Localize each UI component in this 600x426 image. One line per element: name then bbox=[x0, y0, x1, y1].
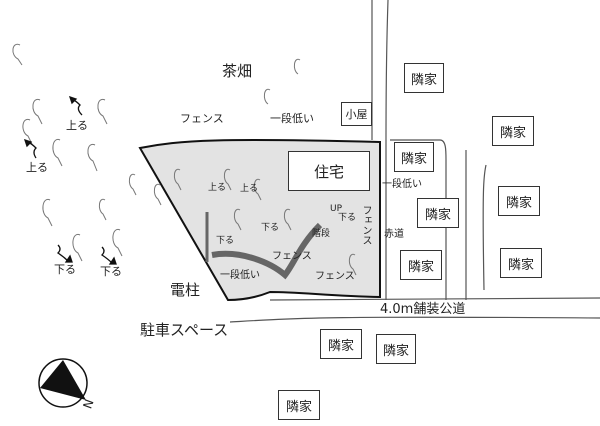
neighbor-house: 隣家 bbox=[492, 116, 534, 146]
slope-arrows bbox=[23, 95, 117, 265]
road-lines bbox=[229, 0, 600, 323]
house: 住宅 bbox=[288, 151, 370, 191]
stairs-path bbox=[211, 222, 323, 280]
up-label: 上る bbox=[240, 184, 259, 194]
up-label: 上る bbox=[26, 161, 48, 174]
neighbor-house: 隣家 bbox=[498, 186, 540, 216]
neighbor-house: 隣家 bbox=[320, 329, 362, 359]
neighbor-house: 隣家 bbox=[278, 390, 320, 420]
down-label: 下る bbox=[338, 213, 357, 223]
down-label: 下る bbox=[261, 223, 280, 233]
parking-label: 駐車スペース bbox=[140, 321, 229, 339]
up-label: 上る bbox=[66, 119, 88, 132]
shed: 小屋 bbox=[341, 102, 372, 126]
fence-label: フェンス bbox=[315, 271, 355, 282]
compass bbox=[38, 358, 88, 408]
neighbor-house: 隣家 bbox=[404, 63, 444, 93]
up-stairs-label: UP bbox=[330, 204, 343, 214]
down-label: 下る bbox=[216, 236, 235, 246]
utility-pole-label: 電柱 bbox=[170, 281, 201, 299]
public-road-label: 4.0m舗装公道 bbox=[380, 302, 466, 317]
neighbor-house: 隣家 bbox=[400, 250, 442, 280]
tea-field-label: 茶畑 bbox=[222, 62, 253, 80]
red-road-label: 赤道 bbox=[384, 229, 404, 240]
down-label: 下る bbox=[54, 263, 76, 276]
fence-label-top: フェンス bbox=[180, 112, 224, 125]
neighbor-house: 隣家 bbox=[394, 142, 434, 172]
lower-label-bottom: 一段低い bbox=[220, 270, 260, 281]
fence-label-vertical: フェンス bbox=[360, 205, 371, 245]
lower-label-top: 一段低い bbox=[270, 112, 314, 125]
neighbor-house: 隣家 bbox=[376, 334, 416, 364]
neighbor-house: 隣家 bbox=[500, 248, 542, 278]
fence-label: フェンス bbox=[272, 251, 312, 262]
tea-bushes bbox=[12, 43, 357, 276]
up-label: 上る bbox=[208, 183, 227, 193]
neighbor-house: 隣家 bbox=[417, 198, 459, 228]
lower-label-right: 一段低い bbox=[382, 179, 422, 190]
stairs-label: 階段 bbox=[312, 229, 331, 239]
down-label: 下る bbox=[100, 265, 122, 278]
